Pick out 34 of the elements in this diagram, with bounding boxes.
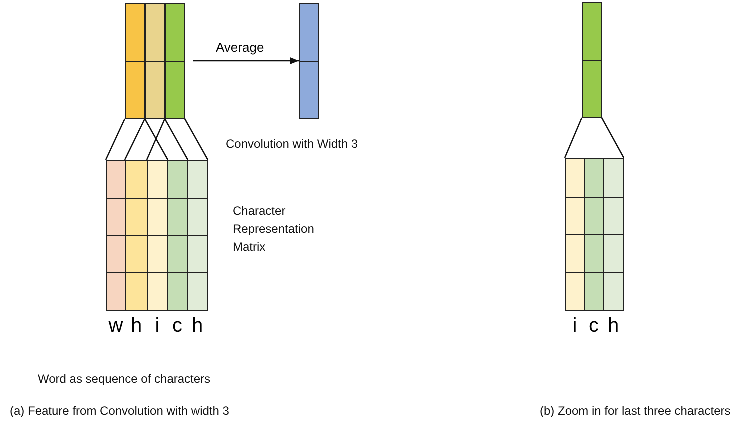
character-label: w bbox=[108, 316, 124, 336]
character-label: c bbox=[588, 316, 600, 336]
vector-column bbox=[125, 3, 145, 119]
vector-column bbox=[299, 3, 319, 119]
vector-column bbox=[167, 160, 188, 311]
character-label: h bbox=[190, 316, 204, 336]
vector-column bbox=[145, 3, 165, 119]
character-label: i bbox=[572, 316, 578, 336]
character-label: i bbox=[154, 316, 161, 336]
vector-column bbox=[106, 160, 126, 311]
connector-line bbox=[601, 118, 625, 158]
connector-line bbox=[184, 118, 209, 160]
connector-line bbox=[105, 118, 126, 160]
vector-column bbox=[584, 158, 604, 311]
caption-text: (b) Zoom in for last three characters bbox=[540, 403, 731, 420]
connector-line bbox=[564, 118, 583, 158]
connector-line bbox=[164, 118, 189, 160]
caption-text: (a) Feature from Convolution with width 3 bbox=[10, 403, 230, 420]
character-label: c bbox=[172, 316, 184, 336]
edge-label: Average bbox=[216, 40, 264, 56]
character-label: h bbox=[606, 316, 620, 336]
vector-column bbox=[165, 3, 185, 119]
vector-column bbox=[147, 160, 168, 311]
connector-line bbox=[124, 118, 146, 160]
caption-text: Character Representation Matrix bbox=[233, 203, 316, 256]
arrow bbox=[193, 57, 299, 65]
vector-column bbox=[187, 160, 208, 311]
vector-column bbox=[582, 2, 602, 118]
caption-text: Word as sequence of characters bbox=[38, 371, 211, 388]
character-label: h bbox=[130, 316, 144, 336]
vector-column bbox=[603, 158, 624, 311]
vector-column bbox=[125, 160, 148, 311]
caption-text: Convolution with Width 3 bbox=[226, 136, 358, 153]
vector-column bbox=[565, 158, 585, 311]
